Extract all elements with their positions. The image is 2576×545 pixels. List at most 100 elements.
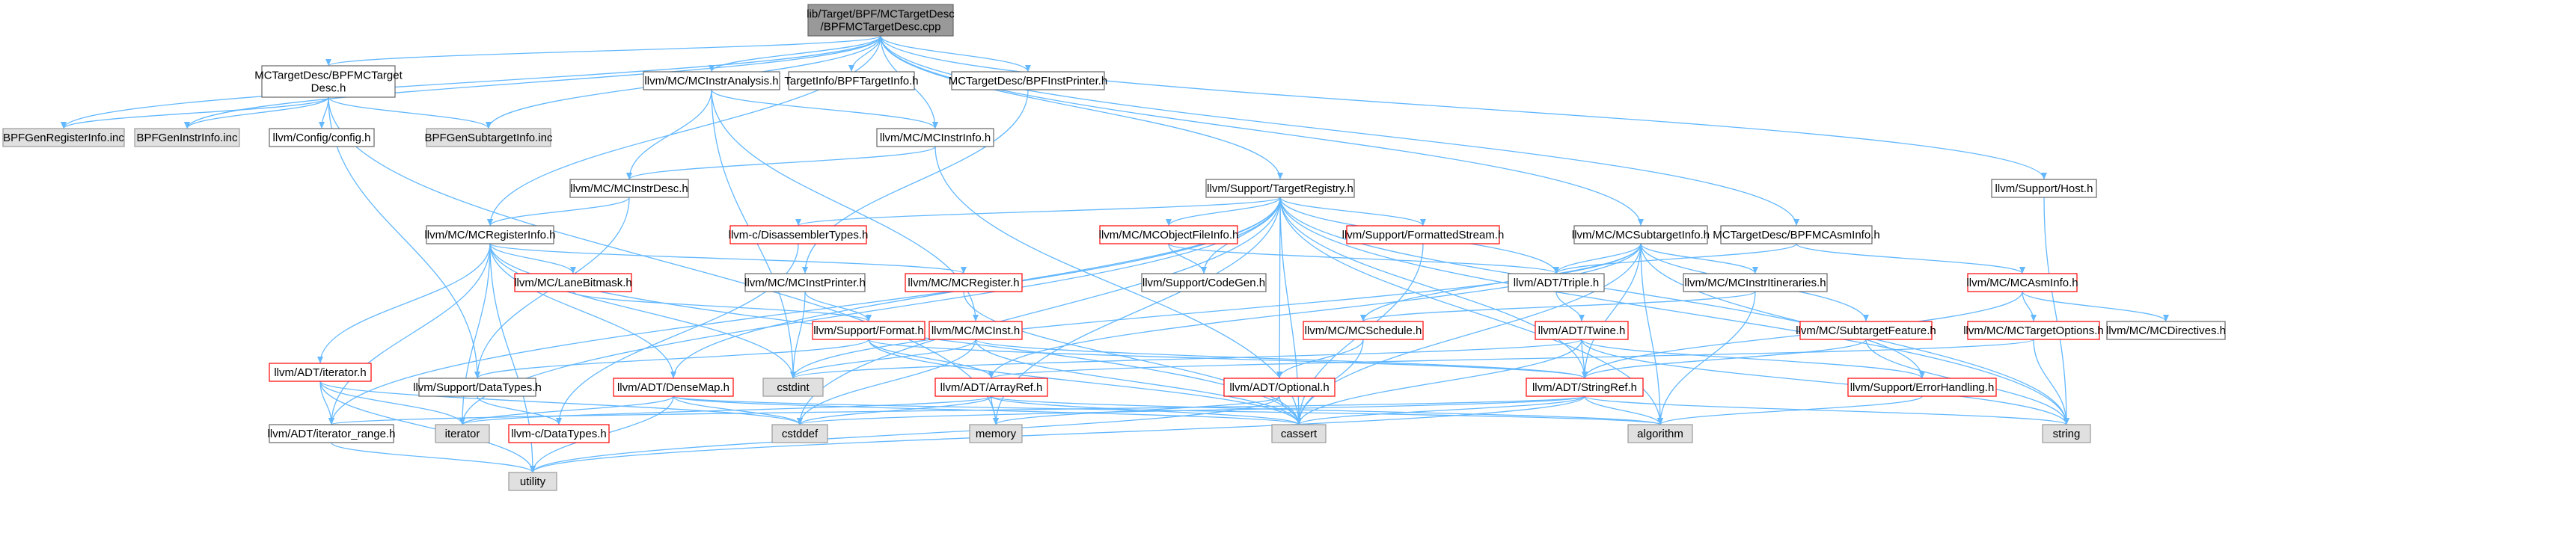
node-label: llvm/MC/MCInstrDesc.h	[570, 182, 688, 195]
node-host-h[interactable]: llvm/Support/Host.h	[1991, 179, 2097, 198]
edge-mcobjectfileinfo-h-to-triple-h	[1168, 243, 1559, 274]
node-box	[418, 378, 536, 397]
edge-twine-h-to-string	[1581, 339, 2069, 425]
node-box	[1967, 273, 2078, 292]
node-densemap-h[interactable]: llvm/ADT/DenseMap.h	[613, 378, 734, 397]
node-lanebitmask-h[interactable]: llvm/MC/LaneBitmask.h	[514, 273, 632, 292]
node-mcinst-h[interactable]: llvm/MC/MCInst.h	[928, 321, 1023, 340]
node-label: llvm/ADT/iterator_range.h	[268, 428, 396, 440]
node-utility[interactable]: utility	[508, 472, 557, 491]
node-bpfinstprinter-h[interactable]: MCTargetDesc/BPFInstPrinter.h	[949, 71, 1108, 90]
node-bpfgenregisterinfo-inc[interactable]: BPFGenRegisterInfo.inc	[2, 128, 125, 147]
edge-stringref-h-to-cstddef	[797, 395, 1585, 425]
node-iterator-h[interactable]: llvm/ADT/iterator.h	[269, 363, 372, 382]
node-disassemblertypes-h[interactable]: llvm-c/DisassemblerTypes.h	[729, 225, 869, 244]
edge-stringref-h-to-string	[1584, 395, 2069, 425]
node-box	[261, 65, 396, 98]
node-box	[1683, 273, 1828, 292]
node-targetregistry-h[interactable]: llvm/Support/TargetRegistry.h	[1205, 179, 1355, 198]
node-box	[134, 128, 240, 147]
node-label: llvm/MC/MCAsmInfo.h	[1966, 277, 2078, 289]
node-bpfmctargetdesc-h[interactable]: MCTargetDesc/BPFMCTargetDesc.h	[254, 65, 403, 98]
node-box	[928, 321, 1023, 340]
edge-targetregistry-h-to-cstddef	[797, 197, 1281, 425]
node-box	[435, 424, 490, 443]
node-cassert[interactable]: cassert	[1271, 424, 1327, 443]
node-label: /BPFMCTargetDesc.cpp	[821, 21, 941, 34]
node-mcasminfo-h[interactable]: llvm/MC/MCAsmInfo.h	[1966, 273, 2078, 292]
node-algorithm[interactable]: algorithm	[1627, 424, 1693, 443]
node-mcinstprinter-h[interactable]: llvm/MC/MCInstPrinter.h	[744, 273, 866, 292]
node-cstddef[interactable]: cstddef	[771, 424, 828, 443]
node-mcinstrdesc-h[interactable]: llvm/MC/MCInstrDesc.h	[569, 179, 689, 198]
node-box	[2106, 321, 2226, 340]
edge-bpfmctargetdesc-h-to-bpfgeninstrinfo-inc	[184, 96, 329, 129]
node-mcinstrinfo-h[interactable]: llvm/MC/MCInstrInfo.h	[876, 128, 994, 147]
edge-disassemblertypes-h-to-c-datatypes-h	[556, 243, 799, 425]
edge-arrayref-h-to-iterator	[459, 395, 992, 425]
node-root[interactable]: lib/Target/BPF/MCTargetDesc/BPFMCTargetD…	[807, 4, 955, 37]
node-box	[876, 128, 994, 147]
node-codegen-h[interactable]: llvm/Support/CodeGen.h	[1141, 273, 1267, 292]
node-label: Desc.h	[311, 82, 346, 95]
edge-bpfmctargetdesc-h-to-bpfgenregisterinfo-inc	[61, 96, 329, 129]
node-config-h[interactable]: llvm/Config/config.h	[269, 128, 375, 147]
node-box	[613, 378, 734, 397]
node-errorhandling-h[interactable]: llvm/Support/ErrorHandling.h	[1847, 378, 1997, 397]
node-label: iterator	[445, 428, 480, 440]
edge-mcsubtargetinfo-h-to-mcinstritineraries-h	[1640, 243, 1758, 274]
node-mcobjectfileinfo-h[interactable]: llvm/MC/MCObjectFileInfo.h	[1099, 225, 1239, 244]
node-box	[1346, 225, 1500, 244]
edge-format-h-to-cassert	[868, 339, 1302, 425]
node-twine-h[interactable]: llvm/ADT/Twine.h	[1535, 321, 1629, 340]
edge-mcinst-h-to-cassert	[975, 339, 1302, 425]
node-memory[interactable]: memory	[969, 424, 1023, 443]
node-box	[744, 273, 866, 292]
node-bpfmcasminfo-h[interactable]: MCTargetDesc/BPFMCAsmInfo.h	[1713, 225, 1880, 244]
node-label: llvm/ADT/iterator.h	[274, 366, 366, 379]
node-string[interactable]: string	[2042, 424, 2091, 443]
node-bpftargetinfo-h[interactable]: TargetInfo/BPFTargetInfo.h	[784, 71, 919, 90]
node-mcschedule-h[interactable]: llvm/MC/MCSchedule.h	[1303, 321, 1424, 340]
node-label: memory	[976, 428, 1017, 440]
node-formattedstream-h[interactable]: llvm/Support/FormattedStream.h	[1342, 225, 1505, 244]
node-bpfgeninstrinfo-inc[interactable]: BPFGenInstrInfo.inc	[134, 128, 240, 147]
node-stringref-h[interactable]: llvm/ADT/StringRef.h	[1526, 378, 1644, 397]
edge-mcregisterinfo-h-to-densemap-h	[489, 243, 676, 379]
node-mcregisterinfo-h[interactable]: llvm/MC/MCRegisterInfo.h	[424, 225, 556, 244]
edge-errorhandling-h-to-algorithm	[1657, 395, 1923, 425]
node-mcsubtargetinfo-h[interactable]: llvm/MC/MCSubtargetInfo.h	[1572, 225, 1710, 244]
node-arrayref-h[interactable]: llvm/ADT/ArrayRef.h	[934, 378, 1048, 397]
node-mcinstritineraries-h[interactable]: llvm/MC/MCInstrItineraries.h	[1683, 273, 1828, 292]
node-mctargetoptions-h[interactable]: llvm/MC/MCTargetOptions.h	[1963, 321, 2104, 340]
node-bpfgensubtargetinfo-inc[interactable]: BPFGenSubtargetInfo.inc	[425, 128, 553, 147]
edge-iterator-range-h-to-utility	[331, 442, 536, 473]
node-triple-h[interactable]: llvm/ADT/Triple.h	[1508, 273, 1605, 292]
node-box	[1991, 179, 2097, 198]
node-label: llvm/MC/MCTargetOptions.h	[1963, 324, 2104, 337]
node-box	[807, 4, 954, 37]
edge-mcsubtargetinfo-h-to-triple-h	[1553, 243, 1642, 274]
node-c-datatypes-h[interactable]: llvm-c/DataTypes.h	[508, 424, 610, 443]
node-mcregister-h[interactable]: llvm/MC/MCRegister.h	[905, 273, 1023, 292]
node-box	[1847, 378, 1997, 397]
node-cstdint[interactable]: cstdint	[762, 378, 824, 397]
node-mcdirectives-h[interactable]: llvm/MC/MCDirectives.h	[2106, 321, 2226, 340]
edge-mcregisterinfo-h-to-iterator-h	[317, 243, 491, 364]
edge-mcsubtargetinfo-h-to-cstdint	[790, 243, 1642, 379]
edge-root-to-bpfmctargetdesc-h	[325, 35, 881, 67]
edge-root-to-mcinstranalysis-h	[709, 35, 881, 73]
node-datatypes-h[interactable]: llvm/Support/DataTypes.h	[413, 378, 542, 397]
node-box	[1526, 378, 1644, 397]
node-subtargetfeature-h[interactable]: llvm/MC/SubtargetFeature.h	[1796, 321, 1936, 340]
edge-twine-h-to-cstdint	[790, 339, 1582, 379]
node-box	[729, 225, 867, 244]
edge-densemap-h-to-algorithm	[673, 395, 1663, 425]
node-iterator[interactable]: iterator	[435, 424, 490, 443]
node-iterator-range-h[interactable]: llvm/ADT/iterator_range.h	[268, 424, 396, 443]
node-format-h[interactable]: llvm/Support/Format.h	[812, 321, 926, 340]
node-optional-h[interactable]: llvm/ADT/Optional.h	[1223, 378, 1336, 397]
node-label: llvm/ADT/StringRef.h	[1532, 381, 1637, 394]
node-mcinstranalysis-h[interactable]: llvm/MC/MCInstrAnalysis.h	[643, 71, 780, 90]
